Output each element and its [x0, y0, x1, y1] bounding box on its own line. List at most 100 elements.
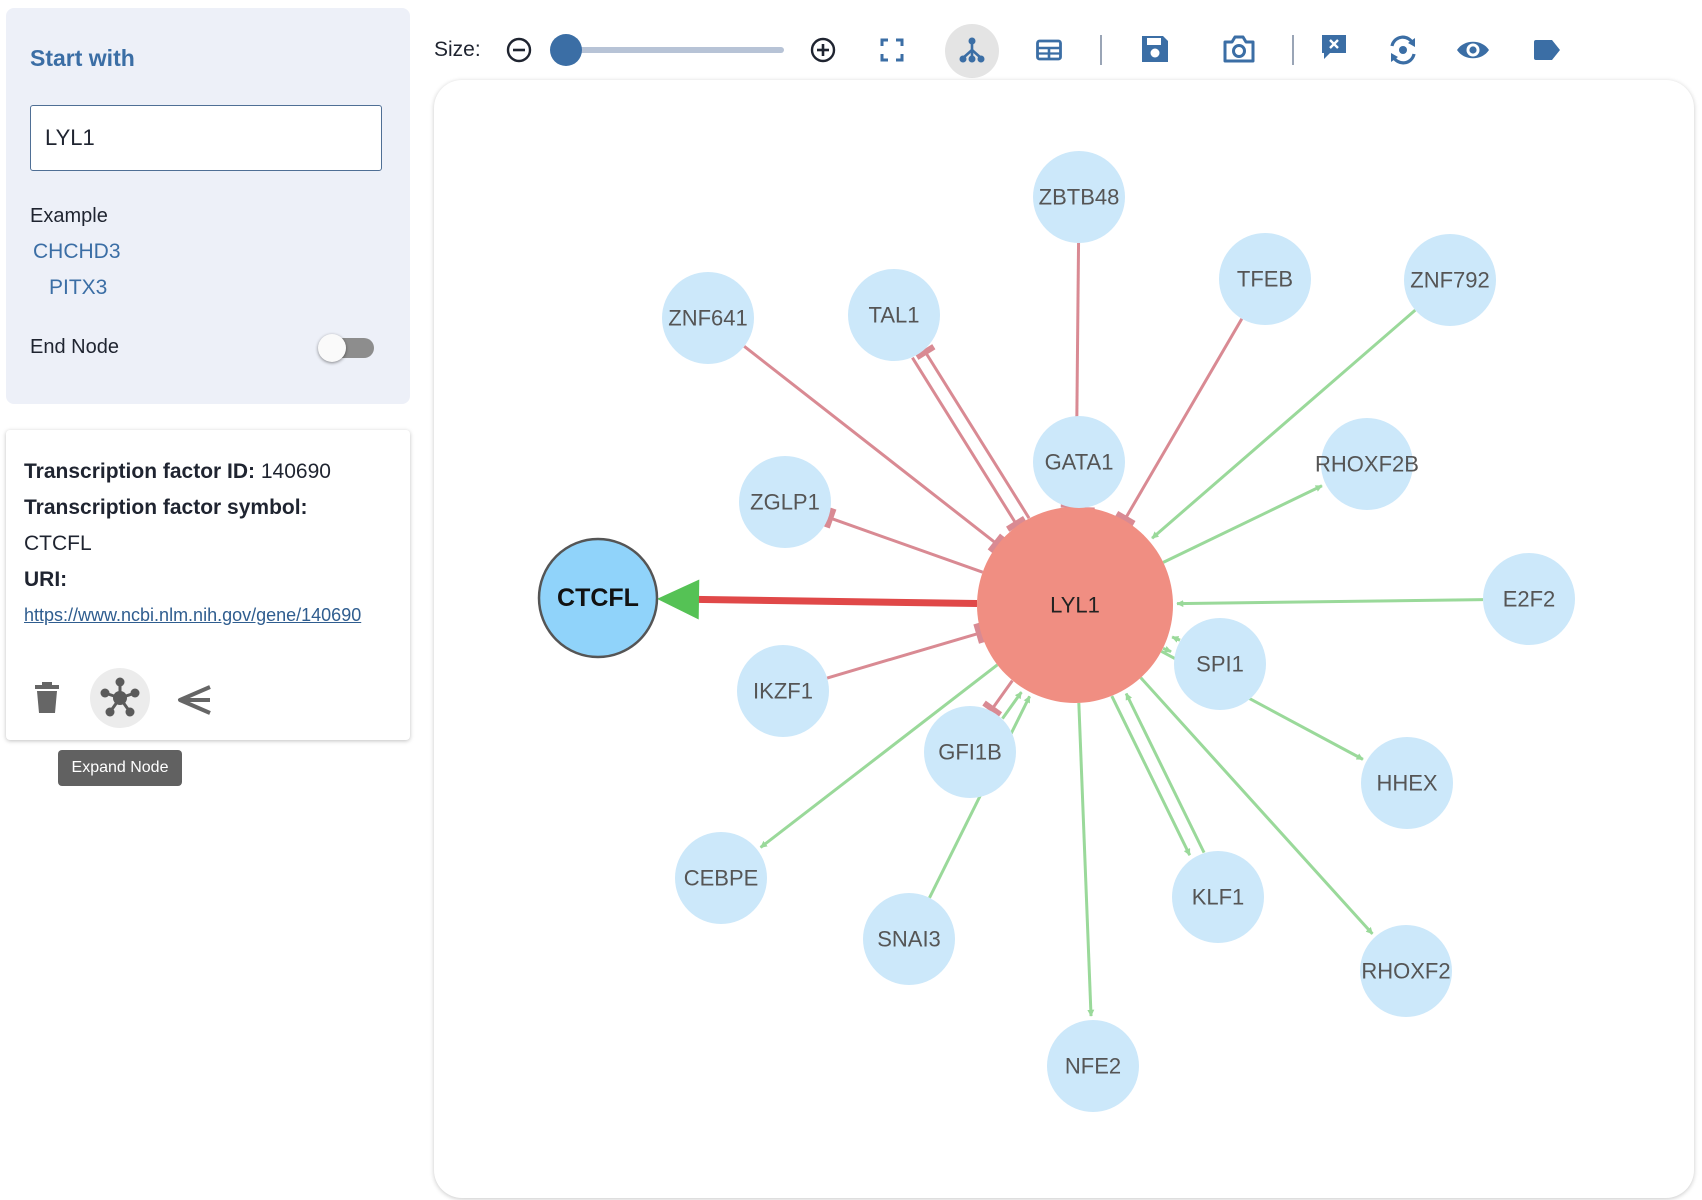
edge-ikzf1-lyl1[interactable] [826, 631, 980, 680]
edge-lyl1-tal1-tbar [915, 344, 936, 360]
edge-gfi1b-lyl1[interactable] [1001, 691, 1023, 720]
node-snai3[interactable] [863, 893, 955, 985]
edge-znf792-lyl1[interactable] [1151, 308, 1417, 540]
tf-symbol-label-text: Transcription factor symbol: [24, 496, 308, 519]
expand-node-button[interactable] [90, 668, 150, 728]
start-node-input[interactable] [30, 105, 382, 171]
clear-feedback-button[interactable] [1320, 33, 1348, 68]
node-nfe2[interactable] [1047, 1020, 1139, 1112]
example-link-chchd3[interactable]: CHCHD3 [33, 240, 121, 263]
node-rhoxf2[interactable] [1360, 925, 1452, 1017]
node-e2f2[interactable] [1483, 553, 1575, 645]
edge-lyl1-nfe2[interactable] [1077, 702, 1095, 1017]
node-lyl1[interactable] [977, 507, 1173, 703]
node-ikzf1[interactable] [737, 645, 829, 737]
node-zglp1[interactable] [739, 456, 831, 548]
edge-znf641-lyl1[interactable] [743, 345, 998, 545]
node-tfeb[interactable] [1219, 233, 1311, 325]
node-label-rhoxf2: RHOXF2 [1361, 959, 1450, 984]
node-zbtb48[interactable] [1033, 151, 1125, 243]
edge-lyl1-rhoxf2[interactable] [1139, 676, 1374, 935]
screenshot-button[interactable] [1222, 34, 1256, 69]
fullscreen-button[interactable] [880, 38, 904, 67]
edge-lyl1-klf1[interactable] [1110, 695, 1192, 856]
start-panel: Start with Example CHCHD3 PITX3 End Node [6, 8, 410, 404]
node-spi1[interactable] [1174, 618, 1266, 710]
node-label-nfe2: NFE2 [1065, 1054, 1121, 1079]
tf-id-label: Transcription factor ID: [24, 460, 256, 483]
node-label-znf641: ZNF641 [668, 306, 747, 331]
reset-button[interactable] [1386, 34, 1420, 71]
node-hhex[interactable] [1361, 737, 1453, 829]
node-ctcfl[interactable] [537, 537, 659, 659]
end-node-toggle[interactable] [318, 334, 374, 362]
label-button[interactable] [1532, 38, 1562, 67]
minus-circle-icon [506, 37, 532, 63]
share-button[interactable] [176, 684, 212, 721]
fullscreen-icon [880, 38, 904, 62]
node-label-ikzf1: IKZF1 [753, 679, 813, 704]
edge-lyl1-zglp1[interactable] [829, 516, 984, 574]
node-tal1[interactable] [848, 269, 940, 361]
end-node-label: End Node [30, 336, 119, 358]
uri-label-text: URI: [24, 568, 68, 591]
node-label-tfeb: TFEB [1237, 267, 1293, 292]
node-rhoxf2b[interactable] [1321, 418, 1413, 510]
save-button[interactable] [1140, 34, 1170, 69]
table-view-button[interactable] [1036, 38, 1062, 67]
node-label-tal1: TAL1 [869, 303, 920, 328]
toolbar-separator-2 [1292, 35, 1294, 65]
trash-icon [35, 682, 59, 713]
uri-label: URI: [24, 568, 67, 592]
edge-klf1-lyl1[interactable] [1124, 692, 1206, 854]
edge-znf641-lyl1-tbar [987, 533, 1005, 554]
edge-lyl1-tal1[interactable] [924, 351, 1031, 519]
edge-tal1-lyl1[interactable] [911, 356, 1018, 525]
edge-lyl1-gfi1b-tbar [982, 700, 1003, 718]
uri-link[interactable]: https://www.ncbi.nlm.nih.gov/gene/140690 [24, 605, 362, 625]
edge-lyl1-cebpe[interactable] [759, 663, 999, 849]
node-label-gata1: GATA1 [1045, 450, 1114, 475]
node-label-snai3: SNAI3 [877, 927, 941, 952]
node-znf641[interactable] [662, 272, 754, 364]
node-znf792[interactable] [1404, 234, 1496, 326]
size-slider-track[interactable] [566, 47, 784, 53]
node-gata1[interactable] [1033, 416, 1125, 508]
share-icon [178, 685, 211, 715]
refresh-icon [1390, 35, 1416, 65]
edge-lyl1-ctcfl-arrowhead [656, 579, 700, 620]
edge-lyl1-gfi1b[interactable] [990, 679, 1014, 710]
node-label-zglp1: ZGLP1 [750, 490, 820, 515]
edge-spi1-lyl1[interactable] [1171, 635, 1181, 643]
layout-button[interactable] [958, 36, 986, 69]
edge-tal1-lyl1-tbar [1006, 516, 1027, 532]
delete-button[interactable] [34, 682, 60, 719]
camera-icon [1223, 35, 1255, 63]
edge-lyl1-spi1[interactable] [1162, 646, 1172, 654]
edge-snai3-lyl1[interactable] [928, 695, 1031, 899]
example-link-pitx3[interactable]: PITX3 [49, 276, 108, 299]
tf-id-value: 140690 [260, 460, 331, 483]
node-cebpe[interactable] [675, 832, 767, 924]
start-title: Start with [30, 45, 135, 71]
node-label-znf792: ZNF792 [1410, 268, 1489, 293]
size-slider-thumb[interactable] [550, 34, 582, 66]
visibility-button[interactable] [1456, 38, 1490, 67]
zoom-in-button[interactable] [810, 37, 836, 68]
edge-lyl1-ctcfl[interactable] [694, 595, 978, 608]
node-gfi1b[interactable] [924, 706, 1016, 798]
edge-tfeb-lyl1[interactable] [1124, 317, 1244, 520]
node-klf1[interactable] [1172, 851, 1264, 943]
size-label: Size: [434, 38, 481, 61]
hierarchy-icon [959, 37, 985, 63]
edge-e2f2-lyl1[interactable] [1176, 598, 1484, 608]
node-label-ctcfl: CTCFL [557, 584, 639, 612]
expand-node-tooltip: Expand Node [58, 750, 182, 786]
node-label-zbtb48: ZBTB48 [1039, 185, 1120, 210]
plus-circle-icon [810, 37, 836, 63]
node-label-hhex: HHEX [1376, 771, 1437, 796]
edge-lyl1-rhoxf2b[interactable] [1162, 484, 1323, 564]
zoom-out-button[interactable] [506, 37, 532, 68]
toolbar-separator [1100, 35, 1102, 65]
